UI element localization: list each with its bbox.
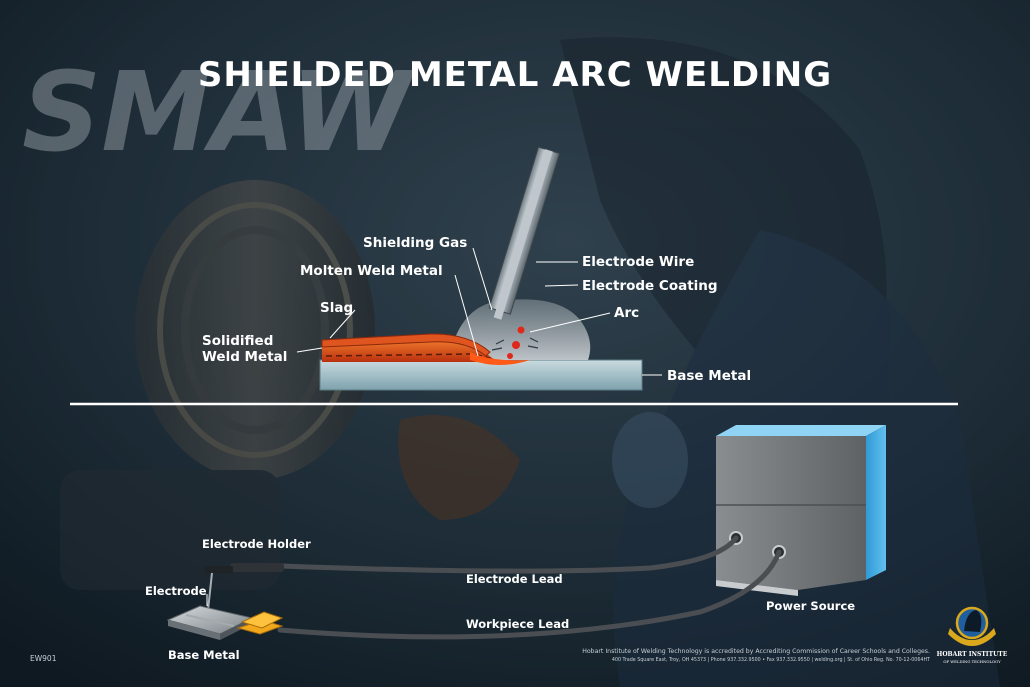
electrode-wire-bottom xyxy=(207,572,213,611)
electrode-holder xyxy=(205,563,284,611)
logo-text-line1: HOBART INSTITUTE xyxy=(937,651,1008,658)
poster-code: EW901 xyxy=(30,654,57,663)
workpiece-lead-cable xyxy=(277,549,782,640)
top-weld-diagram: Shielding Gas Molten Weld Metal Slag Sol… xyxy=(202,146,751,391)
arc-flow-arrows xyxy=(491,337,539,351)
label-slag: Slag xyxy=(320,300,353,316)
accreditation-text: Hobart Institute of Welding Technology i… xyxy=(582,648,930,655)
label-electrode: Electrode xyxy=(145,584,207,598)
base-metal-plate xyxy=(319,359,643,391)
bottom-circuit-diagram: Electrode Holder Electrode Base Metal El… xyxy=(145,425,886,662)
slag-layer xyxy=(321,333,491,357)
contact-text: 400 Trade Square East, Troy, OH 45373 | … xyxy=(612,657,930,663)
label-base-metal-top: Base Metal xyxy=(667,368,751,384)
label-workpiece-lead: Workpiece Lead xyxy=(466,617,569,631)
label-electrode-wire: Electrode Wire xyxy=(582,254,694,270)
label-solidified: Solidified xyxy=(202,333,273,349)
label-electrode-coating: Electrode Coating xyxy=(582,278,718,294)
poster-title: SHIELDED METAL ARC WELDING xyxy=(198,55,832,95)
electrode-rod xyxy=(488,146,561,320)
label-electrode-holder: Electrode Holder xyxy=(202,537,311,551)
label-electrode-lead: Electrode Lead xyxy=(466,572,563,586)
smaw-watermark: SMAW xyxy=(22,48,416,176)
electrode-lead-cable xyxy=(279,535,739,574)
background-welder-figure xyxy=(398,37,1000,687)
label-power-source: Power Source xyxy=(766,599,855,613)
power-source-box xyxy=(716,425,886,596)
ground-clamp xyxy=(236,611,284,635)
metal-droplet xyxy=(507,353,513,359)
label-weld-metal: Weld Metal xyxy=(202,349,287,365)
molten-weld-pool xyxy=(470,352,530,365)
logo-text-line2: OF WELDING TECHNOLOGY xyxy=(943,659,1001,664)
label-leaders xyxy=(296,247,662,376)
label-molten-weld-metal: Molten Weld Metal xyxy=(300,263,443,279)
label-shielding-gas: Shielding Gas xyxy=(363,235,467,251)
metal-droplet xyxy=(512,341,520,349)
base-metal-plates xyxy=(166,605,254,640)
metal-droplet xyxy=(517,326,525,334)
label-arc: Arc xyxy=(614,305,639,321)
label-base-metal-bottom: Base Metal xyxy=(168,648,240,662)
hobart-logo: HOBART INSTITUTE OF WELDING TECHNOLOGY xyxy=(937,606,1008,664)
